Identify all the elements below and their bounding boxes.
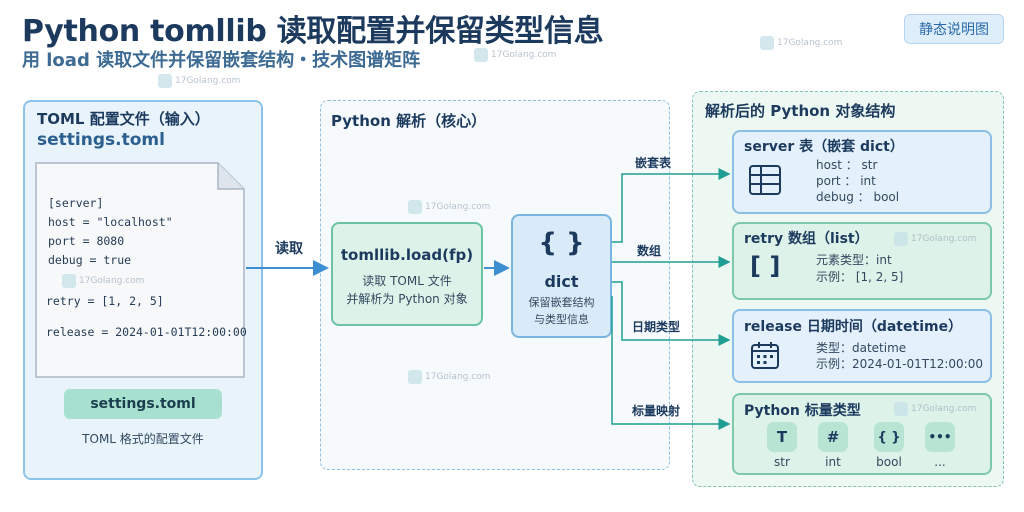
code-line: port = 8080 (48, 234, 125, 248)
input-filename: settings.toml (37, 130, 165, 150)
str-type-label: str (774, 455, 790, 469)
retry-array-box (732, 222, 992, 300)
server-box-title: server 表（嵌套 dict） (744, 139, 904, 155)
read-arrow-label: 读取 (275, 241, 303, 257)
code-line: [server] (48, 196, 104, 210)
dict-desc-line1: 保留嵌套结构 (528, 296, 595, 309)
input-panel-title: TOML 配置文件（输入） (37, 110, 210, 128)
watermark-logo-icon (158, 74, 172, 88)
more-types-label: ... (934, 455, 946, 469)
watermark: 17Golang.com (894, 232, 976, 246)
watermark: 17Golang.com (408, 200, 490, 214)
watermark: 17Golang.com (760, 36, 842, 50)
load-desc-line1: 读取 TOML 文件 (362, 274, 452, 288)
str-type-icon: T (767, 422, 797, 452)
server-field-line: host ： str (816, 158, 878, 172)
scalar-box-title: Python 标量类型 (744, 403, 861, 419)
branch-label-scalar: 标量映射 (632, 404, 681, 418)
code-line: retry = [1, 2, 5] (46, 294, 164, 308)
server-table-box (732, 130, 992, 214)
watermark-logo-icon (894, 402, 908, 416)
bool-type-label: bool (876, 455, 902, 469)
dict-desc-line2: 与类型信息 (534, 313, 589, 326)
branch-label-array: 数组 (637, 244, 662, 258)
branch-label-nested-table: 嵌套表 (635, 156, 672, 170)
retry-box-title: retry 数组（list） (744, 231, 869, 247)
release-field-line: 类型：datetime (816, 341, 907, 355)
int-type-icon: # (818, 422, 848, 452)
dict-title: dict (544, 272, 579, 291)
filename-pill: settings.toml (64, 389, 222, 419)
result-panel-title: 解析后的 Python 对象结构 (705, 102, 896, 120)
list-brackets-icon: [ ] (750, 252, 781, 280)
release-box-title: release 日期时间（datetime） (744, 319, 963, 335)
watermark-logo-icon (894, 232, 908, 246)
int-type-label: int (825, 455, 841, 469)
dict-braces-icon: { } (538, 228, 585, 258)
parse-panel-title: Python 解析（核心） (331, 112, 487, 130)
branch-datetime (612, 281, 731, 346)
watermark-logo-icon (408, 370, 422, 384)
code-line: debug = true (48, 253, 132, 267)
more-types-icon: ••• (925, 422, 955, 452)
release-datetime-box (732, 309, 992, 383)
server-field-line: debug ： bool (816, 190, 900, 204)
table-grid-icon (749, 165, 781, 195)
watermark: 17Golang.com (62, 274, 144, 288)
code-line: release = 2024-01-01T12:00:00 (46, 325, 247, 339)
server-field-line: port ： int (816, 174, 876, 188)
branch-nested-table (612, 168, 731, 243)
release-field-line: 示例：2024-01-01T12:00:00 (816, 357, 983, 371)
branch-scalar (611, 296, 731, 430)
load-function-title: tomllib.load(fp) (340, 246, 474, 264)
page-title: Python tomllib 读取配置并保留类型信息 (22, 14, 604, 49)
calendar-icon (751, 342, 779, 369)
retry-field-line: 示例： [1, 2, 5] (816, 270, 904, 284)
branch-label-datetime: 日期类型 (632, 320, 681, 334)
bool-type-icon: { } (874, 422, 904, 452)
toml-file-document-icon (35, 162, 245, 378)
watermark-logo-icon (760, 36, 774, 50)
retry-field-line: 元素类型：int (816, 253, 892, 267)
tomllib-load-box (331, 222, 483, 326)
watermark: 17Golang.com (158, 74, 240, 88)
input-caption: TOML 格式的配置文件 (82, 432, 204, 446)
static-diagram-badge: 静态说明图 (904, 14, 1004, 44)
page-subtitle: 用 load 读取文件并保留嵌套结构・技术图谱矩阵 (22, 50, 421, 71)
watermark-logo-icon (62, 274, 76, 288)
watermark-logo-icon (474, 48, 488, 62)
code-line: host = "localhost" (48, 215, 173, 229)
watermark: 17Golang.com (894, 402, 976, 416)
watermark: 17Golang.com (474, 48, 556, 62)
watermark-logo-icon (408, 200, 422, 214)
watermark: 17Golang.com (408, 370, 490, 384)
load-desc-line2: 并解析为 Python 对象 (346, 292, 468, 306)
dict-result-box (511, 214, 612, 338)
